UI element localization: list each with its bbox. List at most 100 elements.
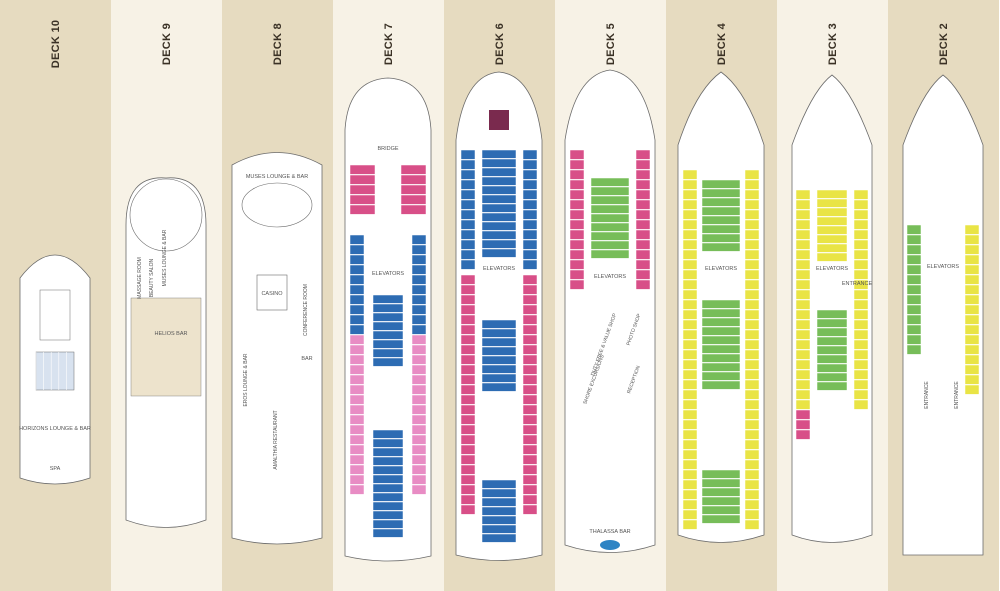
area-label: ENTRANCE xyxy=(924,381,930,409)
cabin-cell xyxy=(522,149,538,160)
cabin-cell xyxy=(411,274,427,285)
cabin-cell xyxy=(349,184,376,195)
cabin-cell xyxy=(964,254,980,265)
cabin-cell xyxy=(400,164,427,175)
cabin-cell xyxy=(795,249,811,260)
cabin-cell xyxy=(590,240,630,250)
yellow-cabins-port xyxy=(795,189,811,410)
cabin-cell xyxy=(682,409,698,420)
suite-cabins-port xyxy=(569,149,585,290)
cabin-cell xyxy=(481,319,517,329)
cabin-cell xyxy=(411,334,427,345)
cabin-cell xyxy=(635,239,651,250)
cabin-cell xyxy=(816,216,848,226)
cabin-cell xyxy=(635,169,651,180)
yellow-cabins-center xyxy=(816,189,848,262)
cabin-cell xyxy=(682,309,698,320)
cabin-cell xyxy=(349,414,365,425)
cabin-cell xyxy=(522,159,538,170)
cabin-cell xyxy=(460,149,476,160)
cabin-cell xyxy=(460,424,476,435)
cabin-cell xyxy=(460,454,476,465)
cabin-cell xyxy=(701,335,741,345)
cabin-cell xyxy=(682,439,698,450)
cabin-cell xyxy=(744,499,760,510)
cabin-cell xyxy=(349,454,365,465)
cabin-cell xyxy=(411,344,427,355)
cabin-cell xyxy=(816,327,848,337)
cabin-cell xyxy=(701,362,741,372)
cabin-cell xyxy=(682,339,698,350)
cabin-cell xyxy=(906,294,922,305)
cabin-cell xyxy=(411,234,427,245)
cabin-cell xyxy=(372,501,404,511)
cabin-cell xyxy=(590,249,630,259)
cabin-cell xyxy=(701,233,741,243)
cabin-cell xyxy=(522,199,538,210)
ship-hull xyxy=(455,71,543,561)
cabin-cell xyxy=(906,224,922,235)
cabin-cell xyxy=(590,213,630,223)
cabin-cell xyxy=(372,294,404,304)
cabin-cell xyxy=(411,434,427,445)
cabin-cell xyxy=(481,355,517,365)
cabin-cell xyxy=(906,244,922,255)
cabin-cell xyxy=(853,339,869,350)
cabin-cell xyxy=(635,259,651,270)
suite-cabins-stbd xyxy=(400,164,427,215)
cabin-cell xyxy=(349,374,365,385)
cabin-cell xyxy=(411,424,427,435)
cabin-cell xyxy=(964,334,980,345)
cabin-cell xyxy=(372,303,404,313)
cabin-cell xyxy=(744,399,760,410)
cabin-cell xyxy=(964,304,980,315)
deck-label: DECK 10 xyxy=(49,19,62,69)
cabin-cell xyxy=(372,330,404,340)
area-label: ENTRANCE xyxy=(842,281,873,287)
cabin-cell xyxy=(349,164,376,175)
cabin-cell xyxy=(701,179,741,189)
cabin-cell xyxy=(744,189,760,200)
cabin-cell xyxy=(682,269,698,280)
cabin-cell xyxy=(400,184,427,195)
cabin-cell xyxy=(853,319,869,330)
cabin-cell xyxy=(460,314,476,325)
green-cabins-aft xyxy=(701,469,741,524)
cabin-cell xyxy=(795,259,811,270)
cabin-cell xyxy=(906,264,922,275)
cabin-cell xyxy=(349,254,365,265)
cabin-cell xyxy=(522,179,538,190)
deck4-plan: ELEVATORS xyxy=(677,71,765,543)
cabin-cell xyxy=(635,229,651,240)
cabin-cell xyxy=(481,479,517,489)
cabin-cell xyxy=(682,239,698,250)
cabin-cell xyxy=(964,264,980,275)
cabin-cell xyxy=(701,326,741,336)
cabin-cell xyxy=(522,394,538,405)
cabin-cell xyxy=(349,264,365,275)
cabin-cell xyxy=(590,177,630,187)
cabin-cell xyxy=(701,514,741,524)
area-label: CONFERENCE ROOM xyxy=(303,284,309,336)
area-label: THALASSA BAR xyxy=(589,529,630,535)
area-label: HORIZONS LOUNGE & BAR xyxy=(19,426,91,432)
cabin-cell xyxy=(349,234,365,245)
cabin-cell xyxy=(635,269,651,280)
cabin-cell xyxy=(460,414,476,425)
area-label: ELEVATORS xyxy=(372,271,404,277)
cabin-cell xyxy=(522,189,538,200)
cabin-cell xyxy=(795,359,811,370)
cabin-cell xyxy=(682,509,698,520)
cabin-cell xyxy=(635,149,651,160)
cabin-cell xyxy=(816,234,848,244)
cabin-cell xyxy=(795,289,811,300)
cabin-cell xyxy=(744,369,760,380)
cabin-cell xyxy=(460,219,476,230)
cabin-cell xyxy=(481,167,517,177)
cabin-cell xyxy=(964,384,980,395)
cabin-cell xyxy=(460,304,476,315)
cabin-cell xyxy=(635,199,651,210)
cabin-cell xyxy=(744,419,760,430)
cabin-cell xyxy=(744,209,760,220)
